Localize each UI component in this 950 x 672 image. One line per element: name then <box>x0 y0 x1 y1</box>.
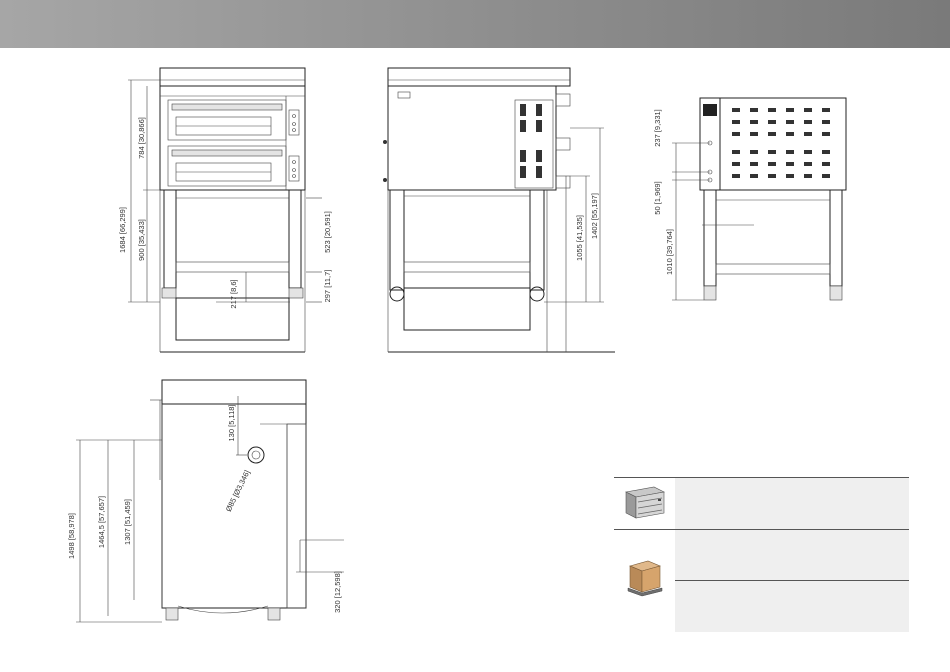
front-dim-lower-height: 297 [11,7] <box>323 270 332 303</box>
side-view <box>383 68 615 352</box>
rear-vent-grid <box>732 108 830 178</box>
info-row-packaging-fill <box>675 530 909 632</box>
side-dim-height-a: 1055 [41,535] <box>575 215 584 261</box>
top-dim-depth-total: 1498 [58,978] <box>67 513 76 559</box>
rear-view <box>672 98 846 300</box>
side-dim-height-b: 1402 [55,197] <box>590 193 599 239</box>
packaged-crate-icon <box>614 530 675 632</box>
info-row-product-fill <box>675 478 909 529</box>
top-dim-hole-offset: 130 [5,118] <box>227 405 236 442</box>
info-row-product <box>614 478 909 529</box>
front-dim-shelf-height: 523 [20,591] <box>323 211 332 253</box>
top-view <box>76 380 344 622</box>
top-dim-hole-diameter: Ø85 [Ø3,346] <box>224 469 252 513</box>
front-dim-stand-height: 900 [35,433] <box>137 219 146 261</box>
rear-dim-top-offset: 237 [9,331] <box>653 109 662 147</box>
oven-product-icon <box>614 478 675 529</box>
front-dim-foot-gap: 217 [8,6] <box>229 279 238 308</box>
front-view <box>128 68 322 352</box>
info-row-packaging <box>614 530 909 632</box>
front-dim-oven-height: 784 [30,866] <box>137 117 146 159</box>
product-info-box <box>614 477 909 632</box>
top-dim-depth-b: 1464,5 [57,657] <box>97 496 106 548</box>
front-dim-total-height: 1684 [66,299] <box>118 207 127 253</box>
rear-dim-connection-height: 1010 [39,764] <box>665 229 674 275</box>
top-dim-side-offset: 320 [12,598] <box>333 571 342 613</box>
rear-dim-mid-offset: 50 [1,969] <box>653 181 662 214</box>
top-dim-depth-c: 1307 [51,459] <box>123 499 132 545</box>
info-row-inner-separator <box>675 580 909 581</box>
